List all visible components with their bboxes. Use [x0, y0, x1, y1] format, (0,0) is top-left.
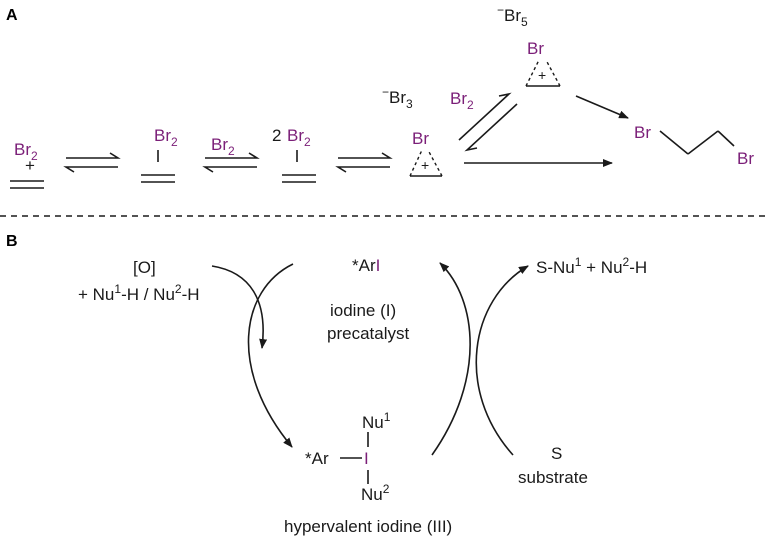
bromonium-ion-2: Br + — [525, 39, 561, 87]
pi1-br2-symbol: Br2 — [154, 126, 178, 149]
tribromide-anion: −Br3 — [382, 85, 413, 111]
bromonium-ion-1: Br + — [409, 129, 443, 177]
dibromoethane-product: Br Br — [634, 123, 754, 168]
equilibrium-arrow-2: Br2 — [202, 135, 260, 173]
bromonium1-plus: + — [421, 157, 429, 173]
plus-charge: + — [25, 156, 35, 175]
precatalyst-label-line2: precatalyst — [327, 324, 409, 343]
precatalyst-label-line1: iodine (I) — [330, 301, 396, 320]
equilibrium-arrow-diagonal: Br2 — [450, 89, 518, 152]
hypervalent-iodine-label: hypervalent iodine (III) — [284, 517, 452, 536]
nucleophiles-label: + Nu1-H / Nu2-H — [78, 282, 200, 304]
pi-complex-1: Br2 — [141, 126, 178, 183]
hypervalent-iodine-structure: Nu1 *Ar I Nu2 — [305, 410, 391, 504]
equilibrium-arrow-3 — [335, 152, 393, 173]
coupling-product-label: S-Nu1 + Nu2-H — [536, 255, 647, 277]
substrate-label: substrate — [518, 468, 588, 487]
pi2-coefficient: 2 — [272, 126, 281, 145]
bromonium2-plus: + — [538, 67, 546, 83]
pi2-br2-symbol: Br2 — [287, 126, 311, 149]
product-br-left: Br — [634, 123, 651, 142]
hv-nu2: Nu2 — [361, 482, 390, 504]
hv-ar: *Ar — [305, 449, 329, 468]
oxidation-main-curve — [247, 263, 294, 448]
oxidant-label: [O] — [133, 258, 156, 277]
bromonium2-br: Br — [527, 39, 544, 58]
substrate-product-curve — [475, 265, 529, 456]
bromonium1-br: Br — [412, 129, 429, 148]
panel-label-b: B — [6, 233, 18, 250]
br2-radical-cation-complex: Br2 + — [10, 140, 44, 189]
equilibrium-arrow-1 — [63, 152, 121, 173]
panel-label-a: A — [6, 7, 18, 24]
product-br-right: Br — [737, 149, 754, 168]
hv-nu1: Nu1 — [362, 410, 391, 432]
substrate-symbol: S — [551, 444, 562, 463]
arrow2-reagent-br2: Br2 — [211, 135, 235, 158]
arrow-bromonium2-to-product — [575, 95, 629, 119]
precatalyst-formula: *ArI — [352, 256, 380, 275]
pi-complex-2: 2 Br2 — [272, 126, 316, 183]
regeneration-main-curve — [431, 262, 471, 456]
br2-plus-symbol: Br2 — [14, 140, 38, 163]
arrow-up-reagent-br2: Br2 — [450, 89, 474, 112]
hv-iodine: I — [364, 449, 369, 468]
oxidant-incoming-curve — [211, 265, 268, 349]
pentabromide-anion: −Br5 — [497, 3, 528, 29]
